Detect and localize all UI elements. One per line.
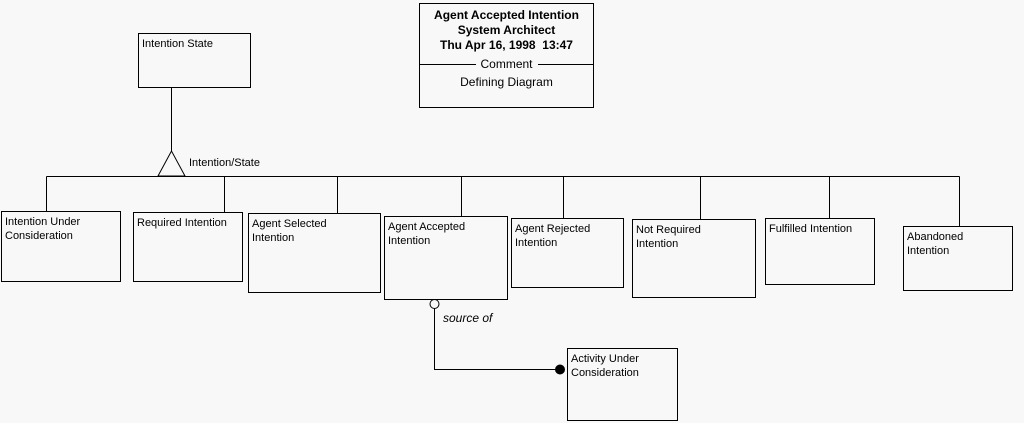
node-agent-rejected-intention-label: Agent Rejected Intention <box>515 223 591 249</box>
node-required-intention[interactable]: Required Intention <box>133 212 243 282</box>
node-activity-under-consideration[interactable]: Activity Under Consideration <box>567 348 678 421</box>
diagram-timestamp: Thu Apr 16, 1998 13:47 <box>440 38 573 52</box>
node-intention-state[interactable]: Intention State <box>138 33 251 88</box>
comment-section-label: Comment <box>480 57 533 71</box>
node-abandoned-intention[interactable]: Abandoned Intention <box>903 226 1013 291</box>
tool-name: System Architect <box>457 23 556 37</box>
comment-divider: Comment <box>420 57 594 71</box>
node-abandoned-intention-label: Abandoned Intention <box>907 231 964 257</box>
node-not-required-intention-label: Not Required Intention <box>636 224 701 250</box>
diagram-title: Agent Accepted Intention <box>434 8 579 22</box>
node-intention-under-consideration[interactable]: Intention Under Consideration <box>1 211 121 282</box>
node-intention-under-consideration-label: Intention Under Consideration <box>5 216 81 242</box>
node-agent-rejected-intention[interactable]: Agent Rejected Intention <box>511 218 624 288</box>
divider-line-left <box>420 63 476 65</box>
divider-line-right <box>537 63 594 65</box>
association-line <box>434 308 556 370</box>
node-agent-selected-intention[interactable]: Agent Selected Intention <box>248 213 381 293</box>
node-agent-accepted-intention[interactable]: Agent Accepted Intention <box>384 216 508 300</box>
node-agent-accepted-intention-label: Agent Accepted Intention <box>388 221 466 247</box>
target-anchor-dot-icon <box>555 364 565 375</box>
node-required-intention-label: Required Intention <box>137 217 227 229</box>
node-activity-under-consideration-label: Activity Under Consideration <box>571 353 639 379</box>
node-agent-selected-intention-label: Agent Selected Intention <box>252 218 327 244</box>
association-label[interactable]: source of <box>443 311 493 325</box>
node-not-required-intention[interactable]: Not Required Intention <box>632 219 756 298</box>
subtype-triangle-icon <box>157 149 186 177</box>
hierarchy-label[interactable]: Intention/State <box>189 157 260 169</box>
comment-text: Defining Diagram <box>460 75 553 89</box>
node-fulfilled-intention[interactable]: Fulfilled Intention <box>765 218 875 285</box>
node-fulfilled-intention-label: Fulfilled Intention <box>769 223 853 235</box>
node-intention-state-label: Intention State <box>142 38 213 50</box>
source-anchor-circle-icon <box>429 299 440 309</box>
title-block[interactable]: Agent Accepted Intention System Architec… <box>419 3 594 108</box>
